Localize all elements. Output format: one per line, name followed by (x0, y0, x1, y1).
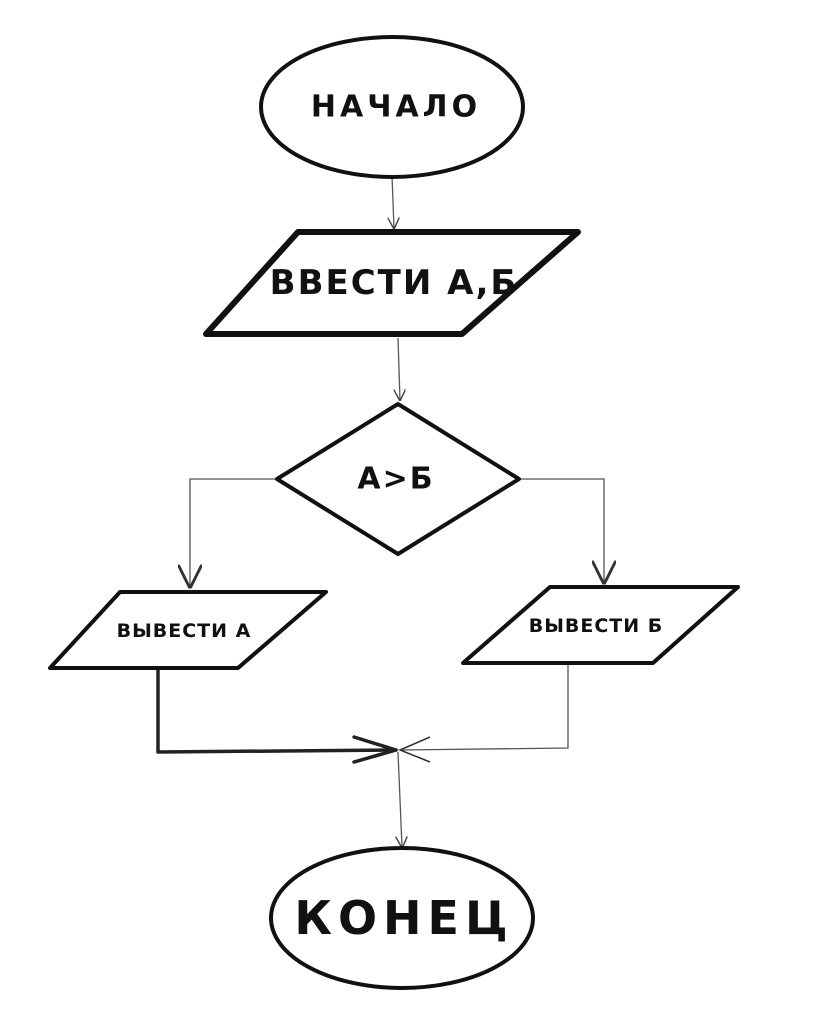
condition-block: А>Б (275, 402, 521, 556)
connector-right-output-to-merge (399, 665, 569, 751)
condition-label: А>Б (357, 462, 434, 497)
start-terminal: НАЧАЛО (259, 35, 525, 179)
condition-diamond (275, 402, 521, 556)
input-parallelogram (203, 229, 581, 337)
output-right-block: ВЫВЕСТИ Б (461, 585, 740, 665)
input-label: ВВЕСТИ А,Б (270, 263, 519, 303)
output-left-label: ВЫВЕСТИ А (117, 620, 252, 642)
end-ellipse (269, 846, 535, 990)
connector-merge-to-end (398, 751, 402, 847)
start-ellipse (259, 35, 525, 179)
connector-left-output-to-merge (156, 666, 398, 754)
output-left-block: ВЫВЕСТИ А (48, 590, 328, 670)
end-terminal: КОНЕЦ (269, 846, 535, 990)
merge-arrow-left-head (352, 735, 398, 764)
connector-start-to-input (392, 175, 394, 228)
connector-condition-to-left-output (190, 478, 276, 586)
merge-arrow-right-head (398, 736, 431, 763)
input-block: ВВЕСТИ А,Б (203, 229, 581, 337)
connector-input-to-condition (398, 337, 400, 400)
connector-condition-to-right-output (520, 478, 604, 582)
output-left-parallelogram (48, 590, 328, 670)
output-right-label: ВЫВЕСТИ Б (529, 615, 664, 637)
output-right-parallelogram (461, 585, 740, 665)
end-label: КОНЕЦ (294, 891, 513, 945)
start-label: НАЧАЛО (311, 90, 481, 125)
